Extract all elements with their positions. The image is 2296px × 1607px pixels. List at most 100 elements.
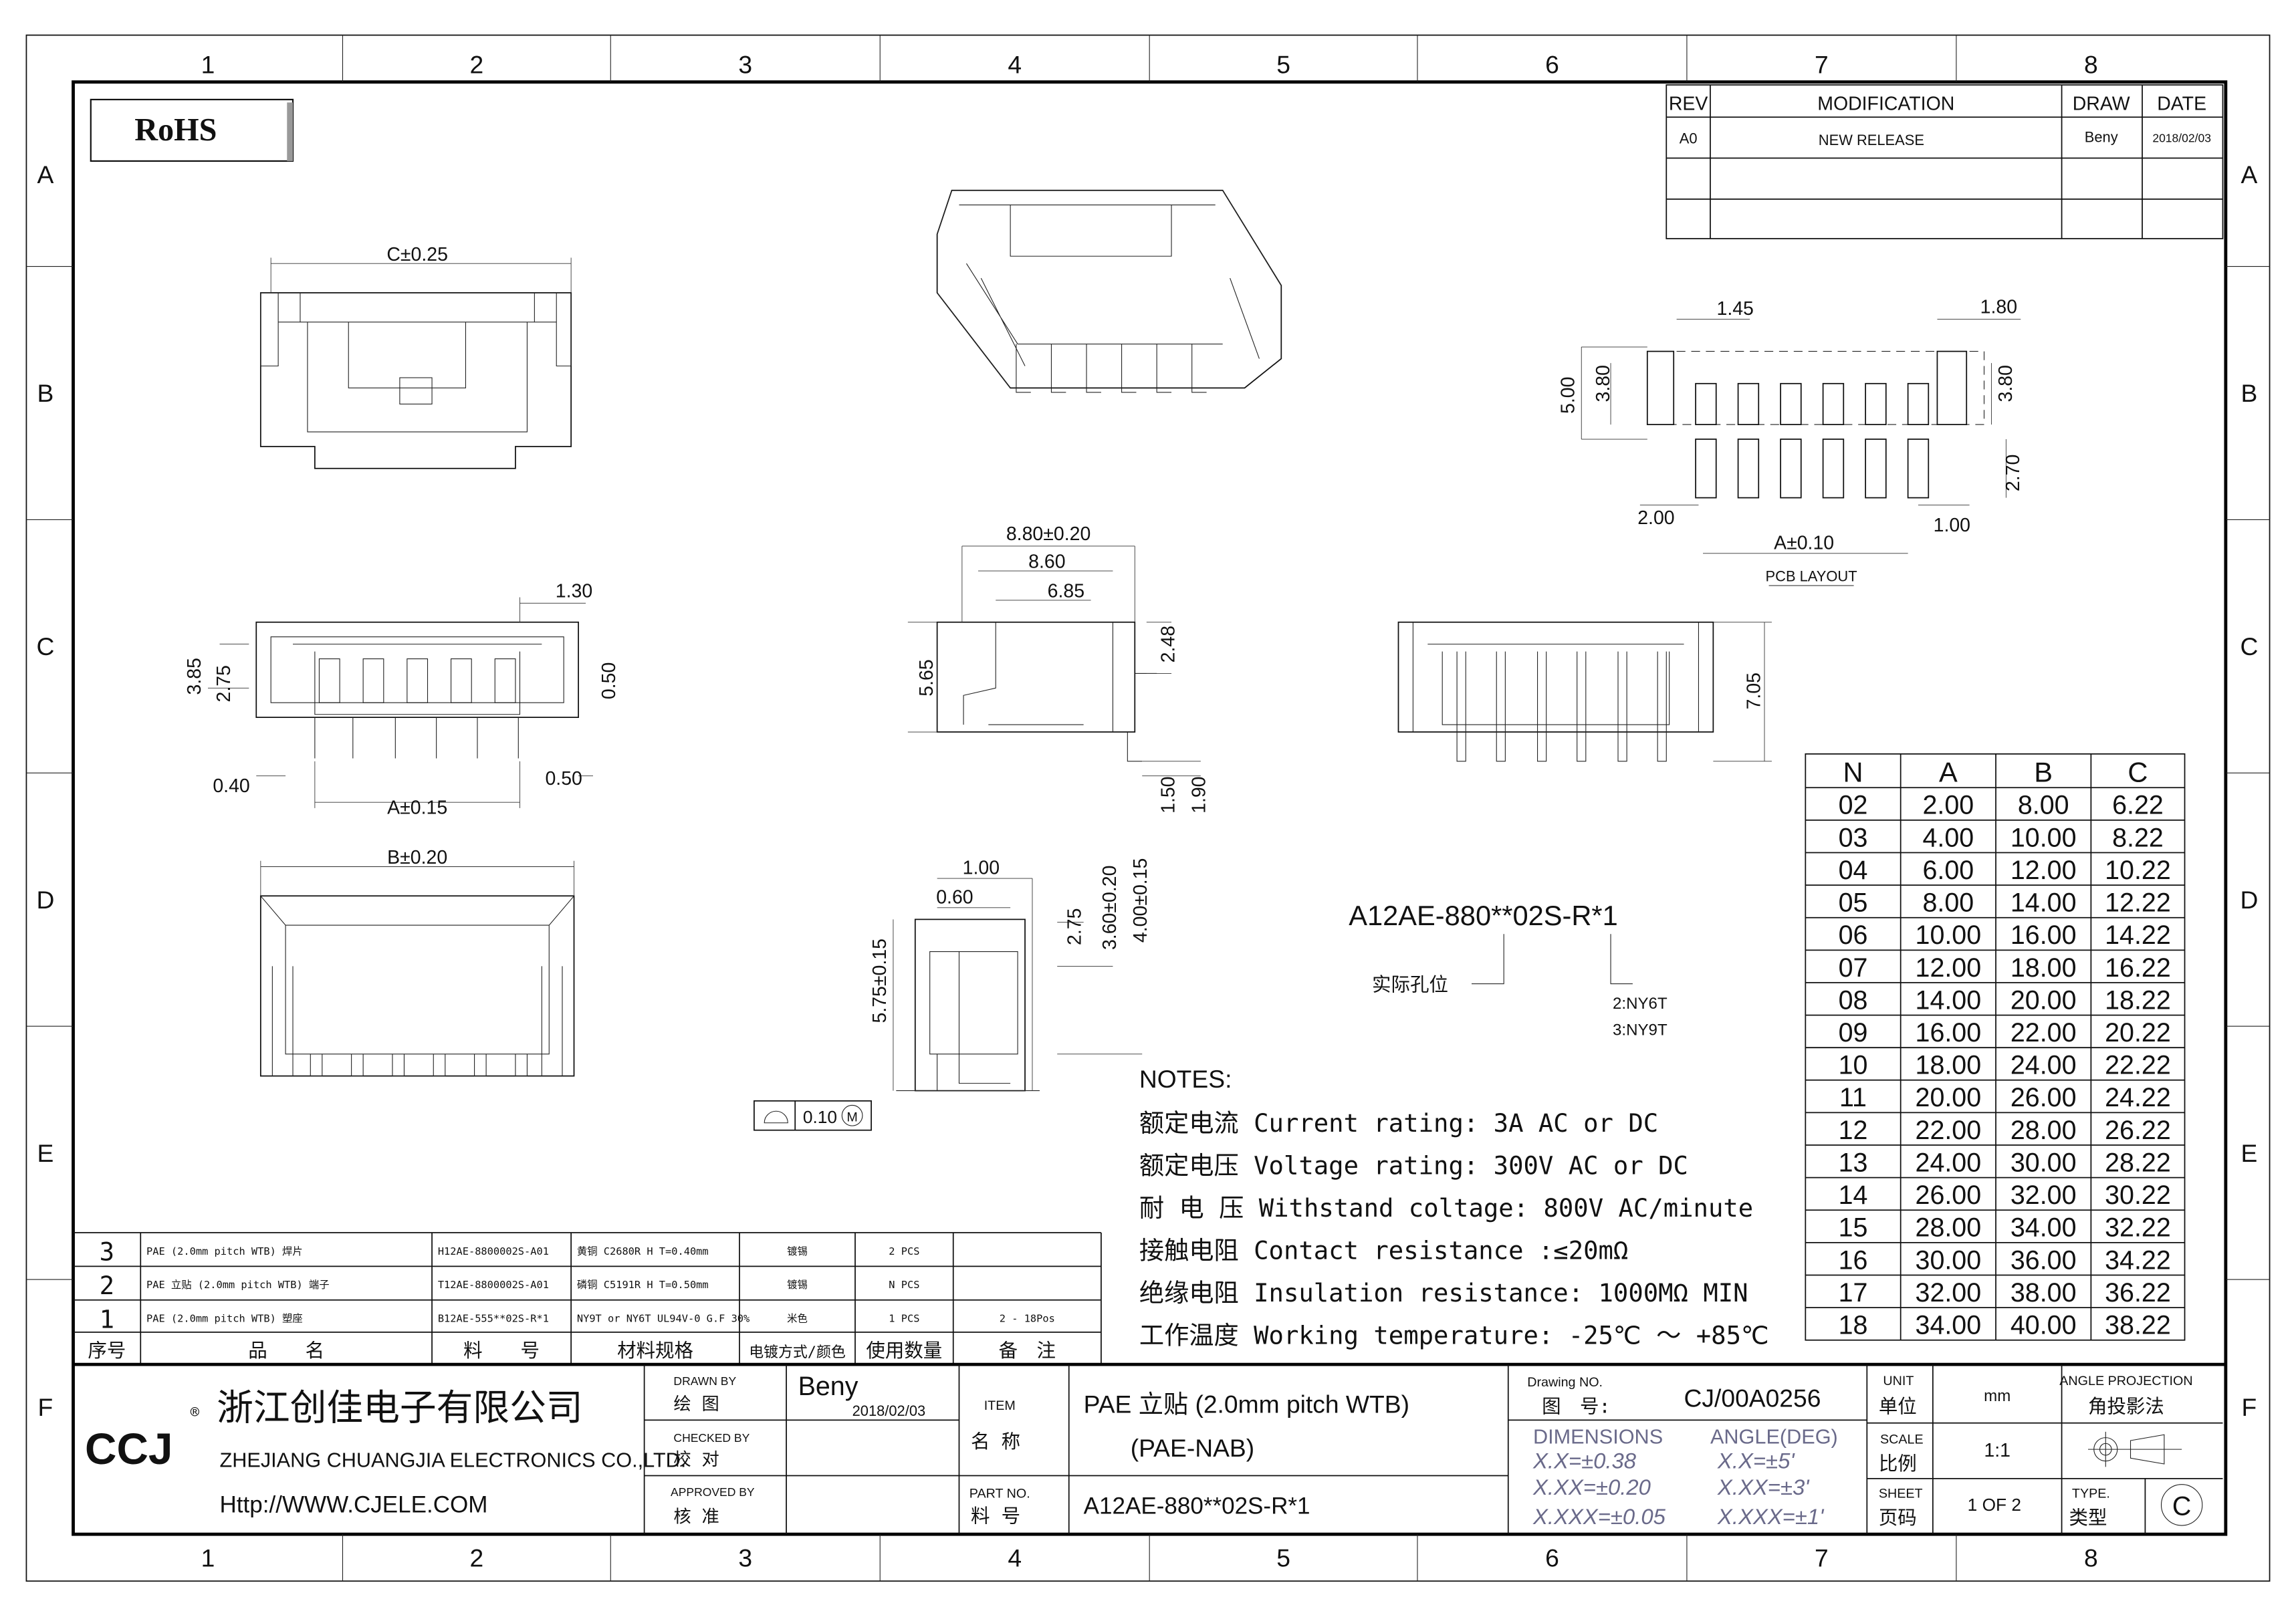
size-table-cell: 30.22 [2105,1181,2171,1210]
size-table-cell: 6.00 [1923,856,1974,885]
drawing-no-value: CJ/00A0256 [1684,1384,1821,1412]
bom-cell: 2 - 18Pos [1000,1313,1055,1325]
row-marker: B [37,379,53,407]
rev-header: REV [1669,93,1708,114]
note-item: 绝缘电阻 Insulation resistance: 1000MΩ MIN [1139,1278,1748,1308]
drawn-by-value: Beny [798,1372,858,1401]
size-table-cell: 30.00 [1916,1245,1982,1275]
logo-mark: ® [191,1404,200,1421]
unit-value: mm [1984,1387,2011,1405]
size-table-cell: 20.22 [2105,1018,2171,1047]
note-item: 工作温度 Working temperature: -25℃ ～ +85℃ [1139,1320,1769,1350]
title-block: CCJ ® 浙江创佳电子有限公司 ZHEJIANG CHUANGJIA ELEC… [73,1362,2226,1535]
dim-1-50: 1.50 [1157,776,1179,813]
bottom-view: B±0.20 [259,847,575,1077]
size-table-cell: 36.00 [2011,1245,2077,1275]
size-table-cell: 32.00 [2011,1181,2077,1210]
drawn-date: 2018/02/03 [852,1402,926,1419]
row-marker: A [37,160,53,189]
option-ny6t: 2:NY6T [1613,995,1668,1013]
size-table-cell: 12.00 [2011,856,2077,885]
bom-cell: 黄铜 C2680R H T=0.40mm [577,1245,709,1257]
dim-3-80-l: 3.80 [1593,365,1614,402]
size-table-cell: 26.00 [2011,1083,2077,1112]
option-ny9t: 3:NY9T [1613,1021,1668,1039]
sheet-value: 1 OF 2 [1968,1495,2021,1515]
dim-2-00: 2.00 [1637,507,1674,529]
dim-5-65: 5.65 [916,659,937,696]
size-table-cell: 30.00 [2011,1148,2077,1177]
dim-3-80-r: 3.80 [1995,365,2017,402]
dim-5-75: 5.75±0.15 [869,939,891,1023]
part-code: A12AE-880**02S-R*1 [1349,900,1617,931]
tolerance-angle: X.XX=±3' [1717,1475,1810,1499]
dim-0-40: 0.40 [213,775,249,797]
projection-label: ANGLE PROJECTION [2059,1374,2192,1388]
size-table-cell: 08 [1839,985,1868,1015]
column-marker: 4 [1008,51,1022,79]
dim-3-85: 3.85 [184,658,205,695]
pcb-pad [1822,439,1845,499]
size-table-cell: 07 [1839,953,1868,983]
note-item: 耐 电 压 Withstand coltage: 800V AC/minute [1139,1193,1753,1223]
bom-header: 料 号 [463,1340,540,1362]
size-table-cell: 34.22 [2105,1245,2171,1275]
pcb-pad [1780,439,1802,499]
tolerance-block: DIMENSIONS ANGLE(DEG) X.X=±0.38 X.XX=±0.… [1532,1425,1838,1528]
size-table-cell: 10.00 [1916,920,1982,950]
size-table-cell: 22.22 [2105,1051,2171,1080]
drawn-by-cn: 绘 图 [673,1394,719,1414]
checked-by-label: CHECKED BY [673,1431,750,1445]
tolerance-angle: X.X=±5' [1717,1449,1795,1473]
projection-symbol-icon [2088,1431,2182,1467]
dim-1-00: 1.00 [963,857,1000,878]
size-table-cell: 12.00 [1916,953,1982,983]
part-code-callout: A12AE-880**02S-R*1 实际孔位 2:NY6T 3:NY9T [1349,900,1668,1039]
note-item: 接触电阻 Contact resistance :≤20mΩ [1139,1235,1628,1265]
scale-cn: 比例 [1879,1453,1917,1475]
dim-1-90: 1.90 [1188,776,1210,813]
size-table-cell: 8.00 [1923,888,1974,918]
size-table-cell: 22.00 [2011,1018,2077,1047]
bom-cell: 1 [100,1304,114,1334]
row-marker: A [2241,160,2257,189]
size-table-cell: 26.22 [2105,1116,2171,1145]
size-table-cell: 16.00 [2011,920,2077,950]
item-label: ITEM [984,1398,1016,1413]
bom-cell: 3 [100,1237,114,1267]
dimensions-title: DIMENSIONS [1533,1425,1663,1448]
bom-header: 材料规格 [617,1340,693,1362]
outer-frame [25,34,2271,1582]
scale-label: SCALE [1880,1432,1924,1447]
mmc-modifier: M [846,1110,857,1125]
size-table-cell: 28.22 [2105,1148,2171,1177]
notes-title: NOTES: [1139,1065,1232,1093]
item-name: PAE 立贴 (2.0mm pitch WTB) [1084,1390,1409,1418]
pcb-pad [1737,382,1760,425]
dim-1-80: 1.80 [1980,297,2017,318]
size-table-cell: 10 [1839,1051,1868,1080]
column-marker: 1 [201,1543,215,1572]
dim-5-00: 5.00 [1557,377,1579,414]
bom-cell: NY9T or NY6T UL94V-0 G.F 30% [577,1313,750,1325]
size-table-cell: 24.00 [2011,1051,2077,1080]
row-marker: F [2242,1393,2257,1421]
bom-cell: PAE 立贴 (2.0mm pitch WTB) 端子 [146,1279,330,1291]
bom-header: 电镀方式/颜色 [749,1344,846,1361]
company-logo: CCJ ® [85,1404,200,1473]
bom-cell: 镀锡 [787,1245,808,1257]
row-marker: E [2241,1139,2257,1167]
size-table-cell: 8.00 [2018,791,2069,820]
projection-cn: 角投影法 [2088,1395,2164,1417]
size-table-cell: 34.00 [1916,1311,1982,1340]
row-marker: E [37,1139,53,1167]
draw-value: Beny [2085,128,2118,145]
bom-cell: N PCS [889,1279,919,1291]
bom-cell: 镀锡 [787,1279,808,1291]
size-table-cell: 18.00 [2011,953,2077,983]
size-table-cell: 34.00 [2011,1213,2077,1243]
item-cn: 名 称 [971,1431,1020,1453]
size-table-cell: 15 [1839,1213,1868,1243]
pcb-pad [1865,439,1887,499]
